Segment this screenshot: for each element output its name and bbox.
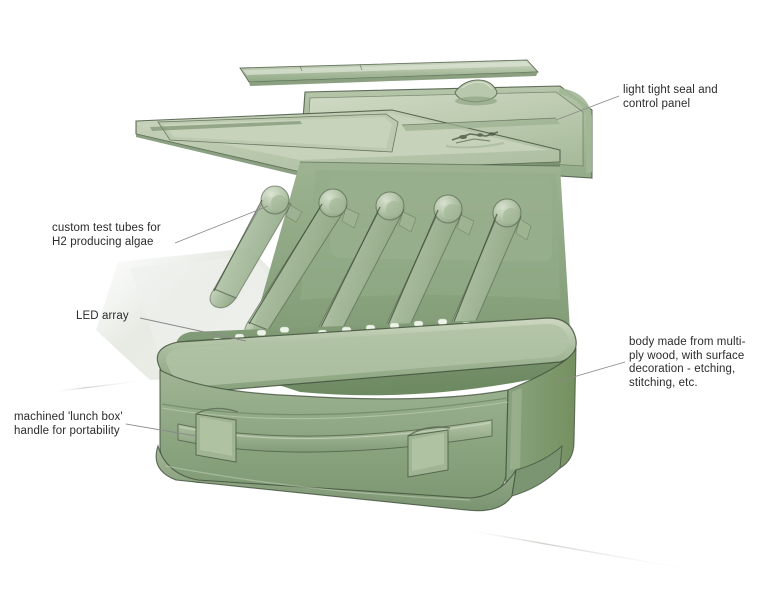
latch-bracket (195, 407, 239, 463)
etched-graphic (445, 131, 505, 149)
latch-bracket (407, 426, 451, 478)
light-tight-seal-strip (239, 59, 539, 86)
carry-handle (177, 407, 493, 478)
leader-lines (125, 95, 626, 437)
test-tube (209, 185, 303, 309)
callout-led-array: LED array (76, 310, 129, 322)
vent-knob-icon (454, 79, 498, 106)
callout-light-tight-seal: light tight seal and control panel (623, 84, 718, 110)
callout-body-material: body made from multi- ply wood, with sur… (629, 336, 746, 389)
callout-machined-handle: machined 'lunch box' handle for portabil… (14, 411, 123, 437)
box-body (155, 317, 577, 512)
test-tube (244, 188, 360, 341)
ground-line (49, 379, 706, 573)
callout-custom-test-tubes: custom test tubes for H2 producing algae (52, 222, 161, 248)
